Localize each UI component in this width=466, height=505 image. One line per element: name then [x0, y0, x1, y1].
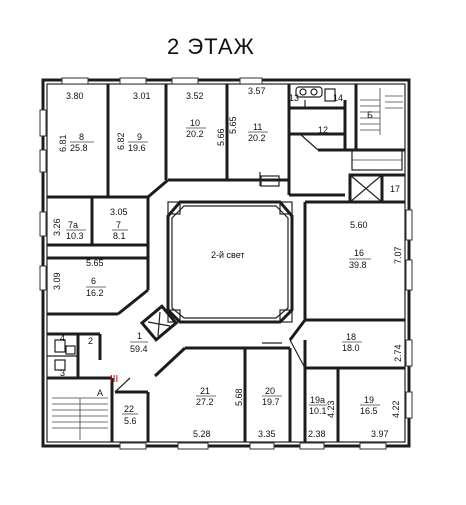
room-20-number: 20: [265, 386, 275, 396]
room-13-number: 13: [289, 93, 299, 103]
room-10-area: 20.2: [186, 129, 204, 139]
room-20-area: 19.7: [262, 397, 280, 407]
room-9-area: 19.6: [128, 143, 146, 153]
room-19a-number: 19а: [310, 395, 325, 405]
room-8-width: 3.80: [66, 91, 84, 101]
room-9-number: 9: [137, 132, 142, 142]
room-6-height: 3.09: [52, 272, 62, 290]
room-11-width: 3.57: [248, 86, 266, 96]
room-16-area: 39.8: [349, 260, 367, 270]
room-4-number: 4: [60, 333, 65, 343]
room-19-number: 19: [364, 395, 374, 405]
interior-walls: [47, 84, 405, 442]
room-7-area: 8.1: [113, 231, 126, 241]
room-21-height: 5.68: [234, 388, 244, 406]
room-22-area: 5.6: [124, 416, 137, 426]
room-7-width: 3.05: [110, 207, 128, 217]
room-6-width: 5.65: [86, 258, 104, 268]
room-9-width: 3.01: [133, 91, 151, 101]
room-22-number: 22: [124, 404, 134, 414]
room-1-area: 59.4: [130, 344, 148, 354]
floor-title: 2 ЭТАЖ: [167, 34, 255, 59]
room-8-height: 6.81: [58, 134, 68, 152]
wc-fixtures: [295, 86, 336, 108]
stair-b-label: Б: [367, 110, 373, 120]
room-3-number: 3: [60, 368, 65, 378]
room-11-area: 20.2: [248, 133, 266, 143]
room-7a-number: 7а: [68, 220, 78, 230]
stair-roman-label: III: [110, 374, 118, 385]
room-6-number: 6: [91, 276, 96, 286]
atrium-label: 2-й свет: [211, 250, 245, 260]
room-19-area: 16.5: [360, 406, 378, 416]
room-2-number: 2: [88, 336, 93, 346]
room-20-width: 3.35: [258, 429, 276, 439]
room-21-area: 27.2: [196, 397, 214, 407]
room-19a-area: 10.1: [309, 406, 327, 416]
room-9-height: 6.82: [116, 132, 126, 150]
room-18-number: 18: [346, 332, 356, 342]
room-16-number: 16: [354, 248, 364, 258]
room-10-width: 3.52: [186, 91, 204, 101]
room-19-height: 4.22: [391, 400, 401, 418]
room-10-height: 5.66: [216, 128, 226, 146]
room-11-number: 11: [253, 122, 262, 132]
room-12-number: 12: [318, 125, 328, 135]
room-19a-width: 2.38: [308, 429, 326, 439]
room-19a-height: 4.23: [326, 400, 336, 418]
room-7a-area: 10.3: [66, 231, 84, 241]
room-8-area: 25.8: [70, 143, 88, 153]
windows: [39, 77, 413, 450]
room-18-height: 2.74: [393, 344, 403, 362]
room-7-number: 7: [116, 220, 121, 230]
room-7a-height: 3.26: [52, 218, 62, 236]
room-18-area: 18.0: [342, 343, 360, 353]
room-10-number: 10: [190, 118, 200, 128]
room-6-area: 16.2: [86, 288, 104, 298]
room-labels: 3.80 8 25.8 6.81 3.01 9 19.6 6.82 3.52 1…: [52, 86, 403, 439]
stair-a-label: А: [97, 388, 103, 398]
room-17-number: 17: [390, 184, 400, 194]
room-11-height: 5.65: [228, 116, 238, 134]
room-1-number: 1: [137, 331, 142, 341]
room-14-number: 14: [333, 93, 343, 103]
room-16-height: 7.07: [393, 246, 403, 264]
room-21-number: 21: [200, 386, 210, 396]
room-8-number: 8: [79, 132, 84, 142]
room-16-width: 5.60: [350, 220, 368, 230]
room-19-width: 3.97: [371, 429, 389, 439]
room-21-width: 5.28: [193, 429, 211, 439]
